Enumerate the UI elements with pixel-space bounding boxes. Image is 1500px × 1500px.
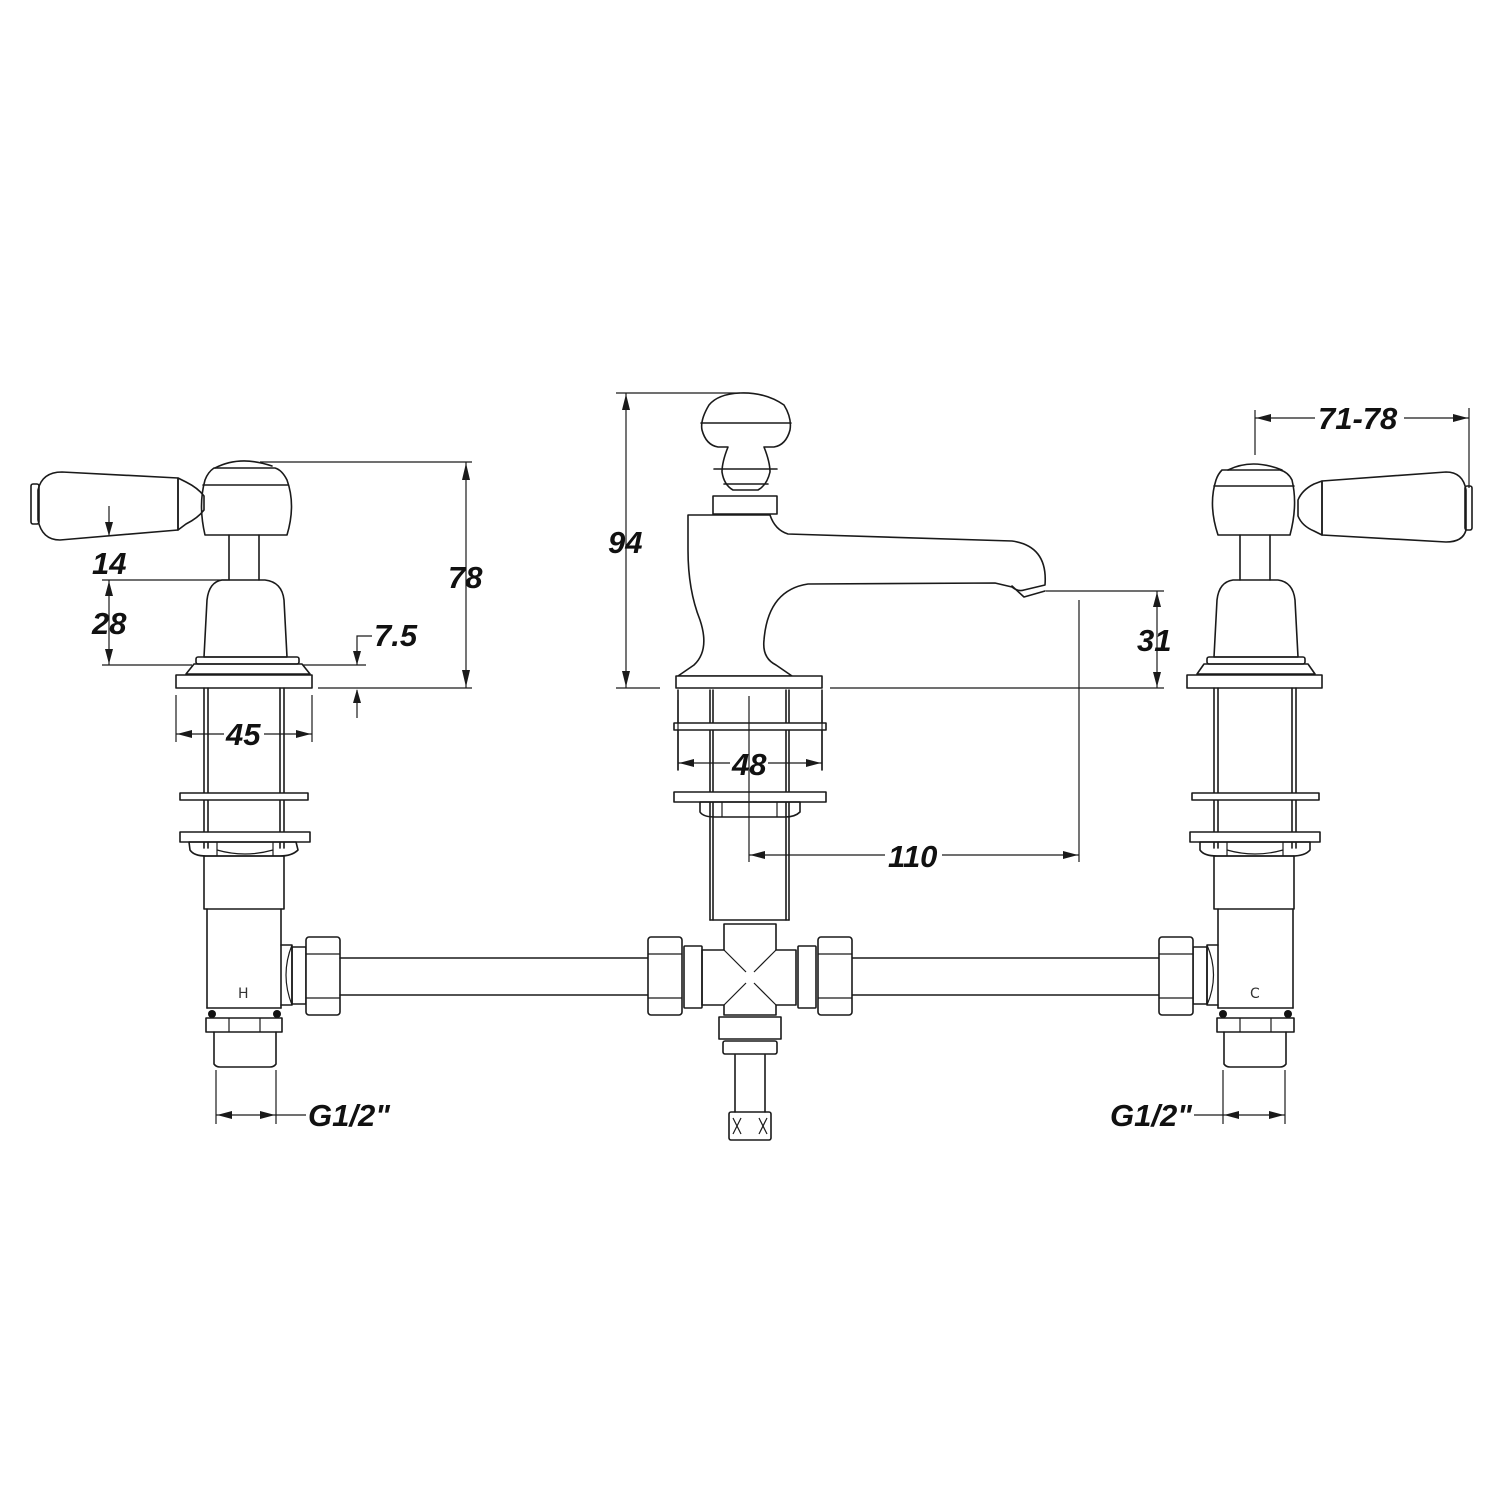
supply-pipes xyxy=(339,957,1161,996)
left-hot-valve: H xyxy=(30,460,341,1068)
dimension-labels: 14 28 7.5 78 45 G1/2" 94 31 48 110 71-78… xyxy=(91,401,1398,1133)
dim-7-5-label: 7.5 xyxy=(374,618,418,653)
dim-14-label: 14 xyxy=(92,546,126,581)
dimension-lines xyxy=(102,392,1470,1124)
dim-31-label: 31 xyxy=(1137,623,1171,658)
dim-94-label: 94 xyxy=(608,525,642,560)
dim-110-label: 110 xyxy=(888,839,937,874)
dim-right-thread-label: G1/2" xyxy=(1110,1098,1193,1133)
dim-left-thread-label: G1/2" xyxy=(308,1098,391,1133)
centre-spout xyxy=(647,392,1046,1141)
hot-marking: H xyxy=(238,986,249,1002)
dim-71-78-label: 71-78 xyxy=(1318,401,1398,436)
dim-78-label: 78 xyxy=(448,560,483,595)
dim-45-label: 45 xyxy=(225,717,261,752)
right-cold-valve: C xyxy=(1158,463,1473,1068)
cold-marking: C xyxy=(1250,986,1260,1002)
dim-48-label: 48 xyxy=(731,747,767,782)
dim-28-label: 28 xyxy=(91,606,127,641)
left-lever xyxy=(37,471,179,541)
